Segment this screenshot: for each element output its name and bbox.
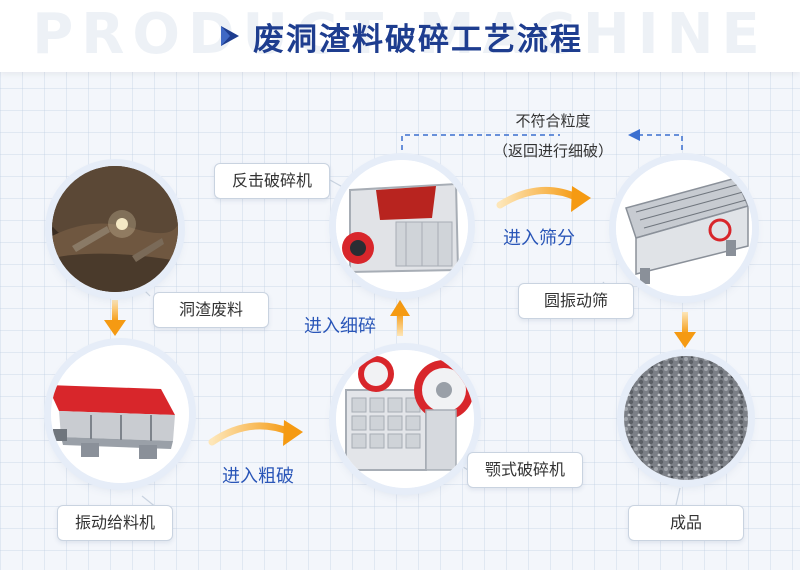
label-feeder: 振动给料机 — [57, 505, 173, 541]
vibrating-feeder-image — [51, 345, 189, 483]
play-arrow-icon — [221, 26, 239, 46]
node-screen-image — [616, 160, 752, 296]
vibrating-screen-image — [616, 160, 752, 296]
header-watermark-text: PRODUCT MACHINE — [32, 2, 768, 67]
node-source-image — [52, 166, 178, 292]
step-label-coarse: 进入粗破 — [222, 466, 294, 487]
node-jaw-image — [336, 350, 474, 488]
label-screen: 圆振动筛 — [518, 283, 634, 319]
loop-note-line2: （返回进行细破） — [492, 142, 613, 160]
page-title: 废洞渣料破碎工艺流程 — [253, 21, 583, 58]
label-impact: 反击破碎机 — [214, 163, 330, 199]
jaw-crusher-image — [336, 350, 474, 488]
node-impact-image — [336, 160, 468, 292]
label-product: 成品 — [628, 505, 744, 541]
header-bar: PRODUCT MACHINE 废洞渣料破碎工艺流程 — [0, 0, 800, 72]
step-label-screening: 进入筛分 — [503, 228, 575, 249]
label-source: 洞渣废料 — [153, 292, 269, 328]
title-group: 废洞渣料破碎工艺流程 — [0, 14, 800, 58]
impact-crusher-image — [336, 160, 468, 292]
step-label-fine: 进入细碎 — [304, 316, 376, 337]
gravel-product-image — [624, 356, 748, 480]
node-feeder-image — [51, 345, 189, 483]
label-jaw: 颚式破碎机 — [467, 452, 583, 488]
tunnel-waste-image — [52, 166, 178, 292]
loop-note-line1: 不符合粒度 — [515, 112, 591, 130]
node-product-image — [624, 356, 748, 480]
